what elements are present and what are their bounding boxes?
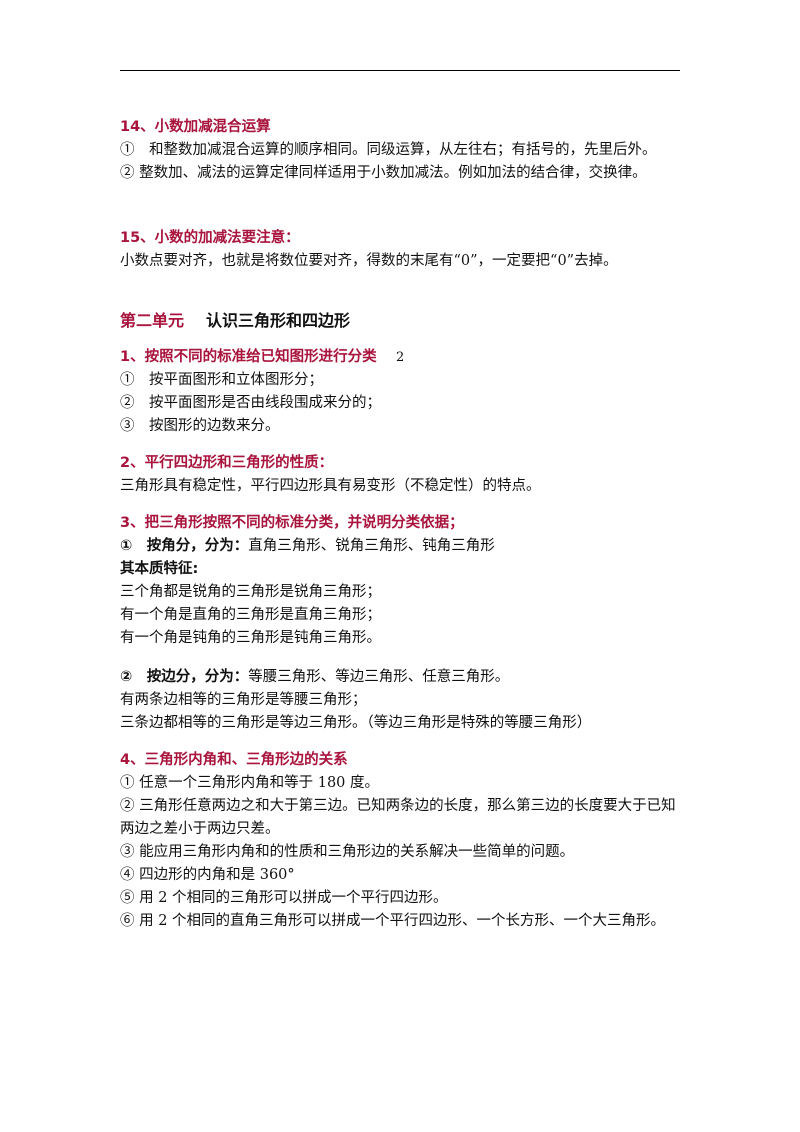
section-14-title: 14、小数加减混合运算: [120, 119, 271, 135]
side-rule: 有两条边相等的三角形是等腰三角形；: [120, 692, 367, 708]
side-classification-types: 等腰三角形、等边三角形、任意三角形。: [248, 669, 510, 685]
section-14: 14、小数加减混合运算 ① 和整数加减混合运算的顺序相同。同级运算，从左往右；有…: [120, 116, 685, 185]
section-15-line-1: 小数点要对齐，也就是将数位要对齐，得数的末尾有“0”，一定要把“0”去掉。: [120, 253, 618, 269]
point-4-item: ① 任意一个三角形内角和等于 180 度。: [120, 775, 380, 791]
page-number: 2: [396, 350, 405, 365]
point-1-item: ② 按平面图形是否由线段围成来分的；: [120, 395, 381, 411]
section-15-title: 15、小数的加减法要注意：: [120, 230, 300, 246]
point-4-item: ⑥ 用 2 个相同的直角三角形可以拼成一个平行四边形、一个长方形、一个大三角形。: [120, 913, 666, 929]
point-2: 2、平行四边形和三角形的性质： 三角形具有稳定性，平行四边形具有易变形（不稳定性…: [120, 452, 685, 498]
point-4-item: ③ 能应用三角形内角和的性质和三角形边的关系解决一些简单的问题。: [120, 844, 575, 860]
point-1-item: ③ 按图形的边数来分。: [120, 418, 280, 434]
unit-heading: 第二单元 认识三角形和四边形: [120, 309, 685, 332]
point-2-line-1: 三角形具有稳定性，平行四边形具有易变形（不稳定性）的特点。: [120, 478, 541, 494]
side-rule: 三条边都相等的三角形是等边三角形。（等边三角形是特殊的等腰三角形）: [120, 715, 592, 731]
point-4-item: ⑤ 用 2 个相同的三角形可以拼成一个平行四边形。: [120, 890, 448, 906]
angle-rule: 三个角都是锐角的三角形是锐角三角形；: [120, 584, 381, 600]
point-4: 4、三角形内角和、三角形边的关系 ① 任意一个三角形内角和等于 180 度。 ②…: [120, 749, 685, 933]
point-1: 1、按照不同的标准给已知图形进行分类 ① 按平面图形和立体图形分； ② 按平面图…: [120, 346, 685, 438]
essence-label: 其本质特征:: [120, 561, 199, 577]
point-4-item: ④ 四边形的内角和是 360°: [120, 867, 295, 883]
angle-classification: ① 按角分，分为：直角三角形、锐角三角形、钝角三角形: [120, 535, 685, 558]
section-14-line-2: ② 整数加、减法的运算定律同样适用于小数加减法。例如加法的结合律，交换律。: [120, 165, 647, 181]
section-14-line-1: ① 和整数加减混合运算的顺序相同。同级运算，从左往右；有括号的，先里后外。: [120, 142, 657, 158]
point-4-item: ② 三角形任意两边之和大于第三边。已知两条边的长度，那么第三边的长度要大于已知两…: [120, 798, 676, 837]
section-15: 15、小数的加减法要注意： 小数点要对齐，也就是将数位要对齐，得数的末尾有“0”…: [120, 227, 685, 273]
point-3-title: 3、把三角形按照不同的标准分类，并说明分类依据；: [120, 515, 464, 531]
angle-rule: 有一个角是钝角的三角形是钝角三角形。: [120, 630, 381, 646]
point-2-title: 2、平行四边形和三角形的性质：: [120, 455, 334, 471]
header-rule: [120, 70, 680, 71]
unit-prefix: 第二单元: [120, 311, 185, 330]
point-1-title: 1、按照不同的标准给已知图形进行分类: [120, 349, 377, 365]
angle-classification-lead: ① 按角分，分为：: [120, 538, 249, 554]
point-4-title: 4、三角形内角和、三角形边的关系: [120, 752, 348, 768]
point-3: 3、把三角形按照不同的标准分类，并说明分类依据； ① 按角分，分为：直角三角形、…: [120, 512, 685, 735]
point-1-item: ① 按平面图形和立体图形分；: [120, 372, 323, 388]
side-classification-lead: ② 按边分，分为：: [120, 669, 249, 685]
side-classification: ② 按边分，分为：等腰三角形、等边三角形、任意三角形。: [120, 666, 685, 689]
angle-classification-types: 直角三角形、锐角三角形、钝角三角形: [248, 538, 495, 554]
unit-title: 认识三角形和四边形: [206, 311, 351, 330]
angle-rule: 有一个角是直角的三角形是直角三角形；: [120, 607, 381, 623]
document-body: 14、小数加减混合运算 ① 和整数加减混合运算的顺序相同。同级运算，从左往右；有…: [120, 116, 685, 933]
